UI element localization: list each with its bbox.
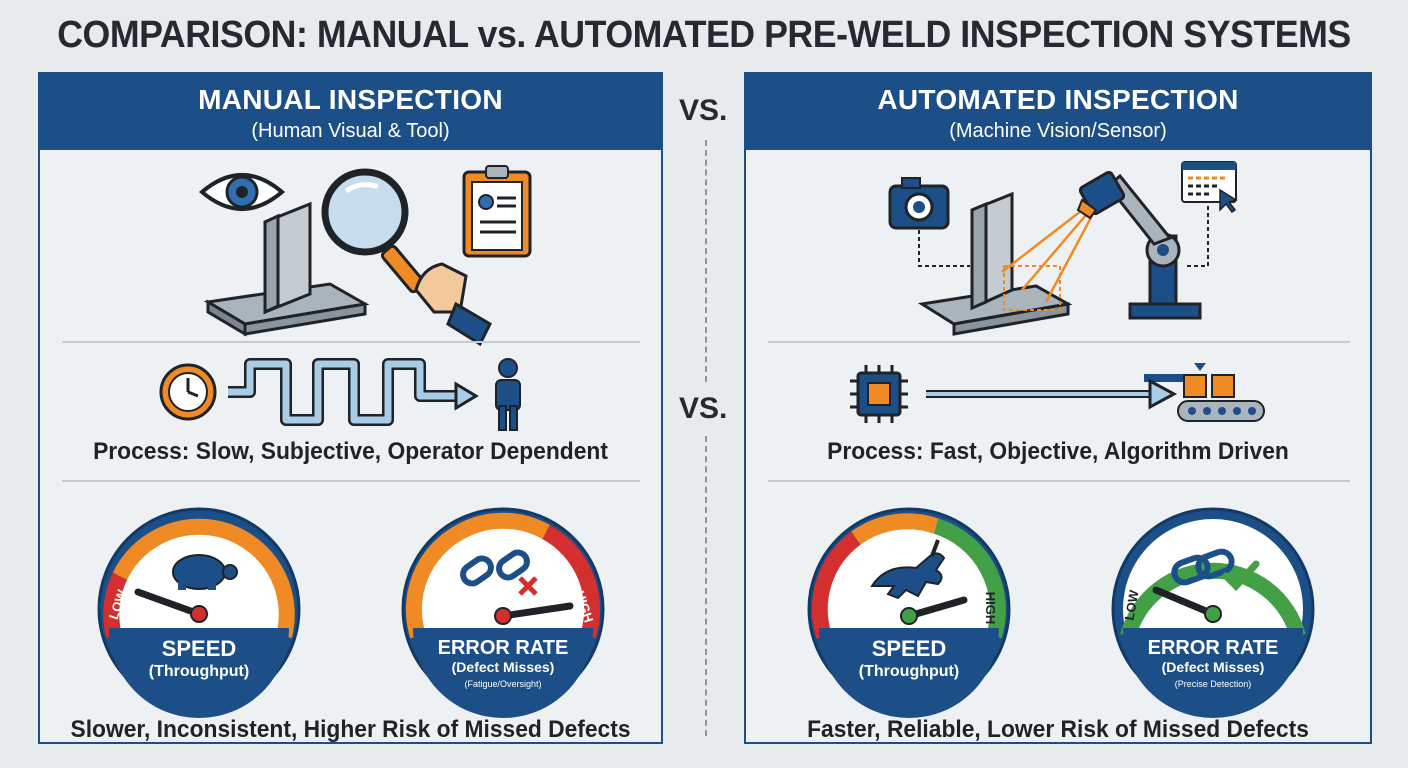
automated-header: AUTOMATED INSPECTION (Machine Vision/Sen… — [746, 74, 1370, 150]
manual-speed-label: SPEED — [162, 636, 237, 661]
automated-process-flow — [850, 363, 1265, 423]
divider-bottom — [705, 436, 707, 736]
automated-process-text: Process: Fast, Objective, Algorithm Driv… — [827, 438, 1289, 465]
chip-icon — [850, 365, 908, 423]
automated-subtitle: (Machine Vision/Sensor) — [949, 120, 1167, 142]
eye-icon — [198, 173, 286, 211]
automated-speed-sub: (Throughput) — [859, 663, 959, 680]
magnifying-glass-icon — [321, 168, 426, 294]
manual-process-flow — [159, 358, 521, 431]
manual-error-label: ERROR RATE — [438, 637, 569, 659]
rabbit-icon — [870, 539, 946, 600]
automated-error-scale-label: LOW — [1122, 588, 1142, 621]
automated-divider-1 — [768, 341, 1350, 343]
automated-divider-2 — [768, 480, 1350, 482]
automated-speed-scale-label: HIGH — [983, 592, 998, 625]
needle — [905, 596, 968, 620]
manual-title: MANUAL INSPECTION — [198, 84, 503, 115]
manual-subtitle: (Human Visual & Tool) — [251, 120, 450, 142]
automated-speed-label: SPEED — [872, 636, 947, 661]
manual-summary: Slower, Inconsistent, Higher Risk of Mis… — [70, 716, 631, 743]
manual-inspection-illustration — [198, 165, 532, 347]
manual-error-sub: (Defect Misses) — [452, 659, 555, 675]
automated-title: AUTOMATED INSPECTION — [877, 84, 1239, 115]
camera-icon — [888, 177, 950, 230]
automated-speed-gauge: HIGH SPEED (Throughput) — [807, 507, 1011, 718]
linked-chain-check-icon — [1171, 548, 1260, 592]
steel-t-joint-icon — [917, 191, 1073, 336]
turtle-icon — [172, 554, 238, 590]
manual-error-gauge: HIGH ERROR RATE (Defect Misses) (Fatigue… — [401, 507, 605, 718]
manual-divider-2 — [62, 480, 640, 482]
vs-label-middle: VS. — [679, 392, 728, 425]
needle — [499, 602, 574, 620]
automated-summary: Faster, Reliable, Lower Risk of Missed D… — [807, 716, 1309, 743]
automated-inspection-illustration — [888, 161, 1238, 382]
vs-label-top: VS. — [679, 94, 728, 127]
needle — [1152, 586, 1217, 618]
conveyor-icon — [1177, 363, 1265, 422]
automated-error-note: (Precise Detection) — [1175, 679, 1252, 689]
operator-person-icon — [495, 358, 521, 431]
manual-speed-sub: (Throughput) — [149, 663, 249, 680]
manual-panel: MANUAL INSPECTION (Human Visual & Tool) — [38, 72, 663, 744]
automated-error-gauge: LOW ERROR RATE (Defect Misses) (Precise … — [1111, 507, 1315, 718]
automated-panel: AUTOMATED INSPECTION (Machine Vision/Sen… — [744, 72, 1372, 744]
manual-divider-1 — [62, 341, 640, 343]
robot-arm-icon — [1076, 170, 1202, 382]
divider-top — [705, 140, 707, 382]
manual-error-note: (Fatigue/Oversight) — [464, 679, 541, 689]
broken-chain-icon — [460, 549, 538, 596]
clock-icon — [159, 363, 217, 421]
laser-scan-beam — [1001, 203, 1096, 311]
hand-icon — [414, 262, 492, 347]
automated-error-sub: (Defect Misses) — [1162, 659, 1265, 675]
clipboard-icon — [462, 165, 532, 258]
steel-t-joint-icon — [203, 201, 370, 337]
automated-error-label: ERROR RATE — [1148, 637, 1279, 659]
manual-process-text: Process: Slow, Subjective, Operator Depe… — [93, 438, 608, 465]
page-title: COMPARISON: MANUAL vs. AUTOMATED PRE-WEL… — [57, 14, 1351, 56]
manual-speed-gauge: LOW SPEED (Throughput) — [97, 507, 301, 718]
screen-cursor-icon — [1181, 161, 1238, 214]
manual-header: MANUAL INSPECTION (Human Visual & Tool) — [40, 74, 661, 150]
needle — [134, 588, 203, 618]
